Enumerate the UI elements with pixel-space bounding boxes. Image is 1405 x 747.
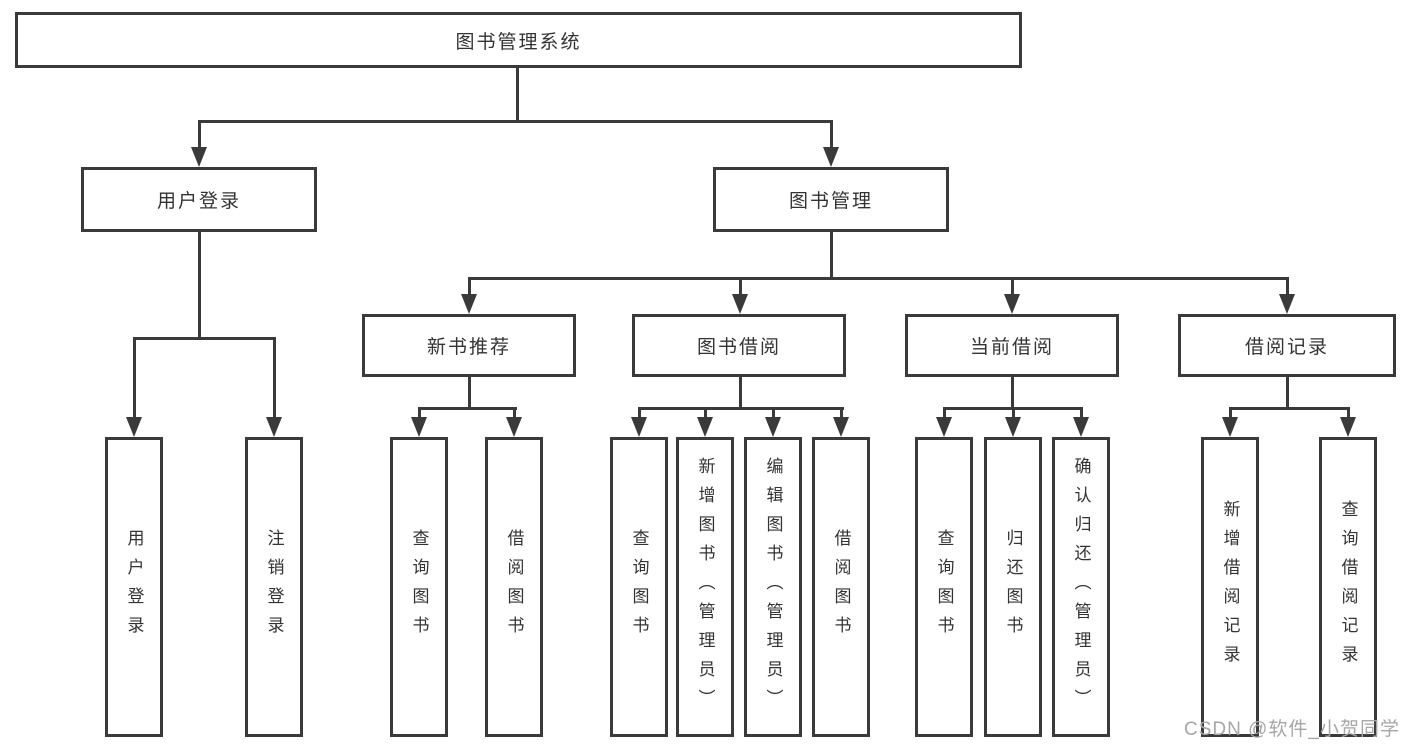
node-label: 归还图书 xyxy=(1003,529,1023,645)
leaf-records-add-record: 新增借阅记录 xyxy=(1201,437,1259,737)
connector-line xyxy=(1228,407,1350,410)
node-label: 新增借阅记录 xyxy=(1220,500,1240,674)
connector-line xyxy=(829,120,833,149)
arrow-down-icon xyxy=(833,417,849,437)
node-label: 注销登录 xyxy=(264,529,284,645)
node-label: 图书管理 xyxy=(788,191,873,212)
node-borrow-records: 借阅记录 xyxy=(1178,314,1396,377)
connector-line xyxy=(467,277,471,297)
arrow-down-icon xyxy=(461,294,477,314)
connector-line xyxy=(197,120,201,149)
connector-line xyxy=(1079,407,1083,419)
connector-line xyxy=(1285,377,1289,410)
leaf-current-return-books: 归还图书 xyxy=(984,437,1042,737)
node-new-book-recommend: 新书推荐 xyxy=(362,314,576,377)
arrow-down-icon xyxy=(1279,294,1295,314)
node-label: 新增图书（管理员） xyxy=(695,456,715,718)
connector-line xyxy=(1010,277,1014,297)
node-label: 编辑图书（管理员） xyxy=(763,456,783,718)
arrow-down-icon xyxy=(765,417,781,437)
arrow-down-icon xyxy=(411,417,427,437)
node-user-login-branch: 用户登录 xyxy=(81,167,317,232)
arrow-down-icon xyxy=(1340,417,1356,437)
arrow-down-icon xyxy=(1222,417,1238,437)
leaf-borrow-add-books-admin: 新增图书（管理员） xyxy=(676,437,734,737)
node-library-system: 图书管理系统 xyxy=(15,12,1022,68)
connector-line xyxy=(703,407,707,419)
arrow-down-icon xyxy=(126,417,142,437)
connector-line xyxy=(515,68,519,122)
connector-line xyxy=(1010,377,1014,410)
leaf-borrow-query-books: 查询图书 xyxy=(610,437,668,737)
node-label: 新书推荐 xyxy=(426,337,511,358)
node-book-borrow: 图书借阅 xyxy=(632,314,846,377)
node-current-borrow: 当前借阅 xyxy=(905,314,1119,377)
connector-line xyxy=(839,407,843,419)
watermark: CSDN @软件_小贺同学 xyxy=(1184,719,1400,740)
connector-line xyxy=(512,407,516,419)
node-label: 借阅记录 xyxy=(1244,337,1329,358)
leaf-current-confirm-return-admin: 确认归还（管理员） xyxy=(1052,437,1110,737)
connector-line xyxy=(467,277,1289,280)
connector-line xyxy=(467,377,471,410)
node-label: 当前借阅 xyxy=(969,337,1054,358)
arrow-down-icon xyxy=(697,417,713,437)
connector-line xyxy=(132,337,276,340)
connector-line xyxy=(1346,407,1350,419)
node-label: 借阅图书 xyxy=(504,529,524,645)
connector-line xyxy=(132,337,136,419)
connector-line xyxy=(417,407,421,419)
arrow-down-icon xyxy=(936,417,952,437)
connector-line xyxy=(1285,277,1289,297)
leaf-user-login: 用户登录 xyxy=(105,437,163,737)
arrow-down-icon xyxy=(823,147,839,167)
connector-line xyxy=(771,407,775,419)
connector-line xyxy=(738,377,742,410)
arrow-down-icon xyxy=(506,417,522,437)
connector-line xyxy=(197,120,833,123)
leaf-records-query-record: 查询借阅记录 xyxy=(1319,437,1377,737)
connector-line xyxy=(637,407,844,410)
connector-line xyxy=(738,277,742,297)
node-label: 用户登录 xyxy=(124,529,144,645)
node-book-management: 图书管理 xyxy=(713,167,949,232)
arrow-down-icon xyxy=(266,417,282,437)
node-label: 图书借阅 xyxy=(696,337,781,358)
connector-line xyxy=(829,232,833,280)
connector-line xyxy=(1228,407,1232,419)
node-label: 图书管理系统 xyxy=(455,31,582,53)
leaf-logout: 注销登录 xyxy=(245,437,303,737)
node-label: 确认归还（管理员） xyxy=(1071,456,1091,718)
arrow-down-icon xyxy=(732,294,748,314)
arrow-down-icon xyxy=(1004,294,1020,314)
leaf-borrow-borrow-books: 借阅图书 xyxy=(812,437,870,737)
connector-line xyxy=(942,407,946,419)
node-label: 查询图书 xyxy=(629,529,649,645)
arrow-down-icon xyxy=(631,417,647,437)
node-label: 查询图书 xyxy=(934,529,954,645)
arrow-down-icon xyxy=(1005,417,1021,437)
connector-line xyxy=(417,407,517,410)
leaf-borrow-edit-books-admin: 编辑图书（管理员） xyxy=(744,437,802,737)
arrow-down-icon xyxy=(191,147,207,167)
node-label: 查询图书 xyxy=(409,529,429,645)
node-label: 借阅图书 xyxy=(831,529,851,645)
node-label: 用户登录 xyxy=(156,191,241,212)
connector-line xyxy=(197,232,201,340)
leaf-newbooks-borrow-books: 借阅图书 xyxy=(485,437,543,737)
leaf-newbooks-query-books: 查询图书 xyxy=(390,437,448,737)
connector-line xyxy=(1011,407,1015,419)
connector-line xyxy=(637,407,641,419)
node-label: 查询借阅记录 xyxy=(1338,500,1358,674)
connector-line xyxy=(272,337,276,419)
arrow-down-icon xyxy=(1073,417,1089,437)
leaf-current-query-books: 查询图书 xyxy=(915,437,973,737)
